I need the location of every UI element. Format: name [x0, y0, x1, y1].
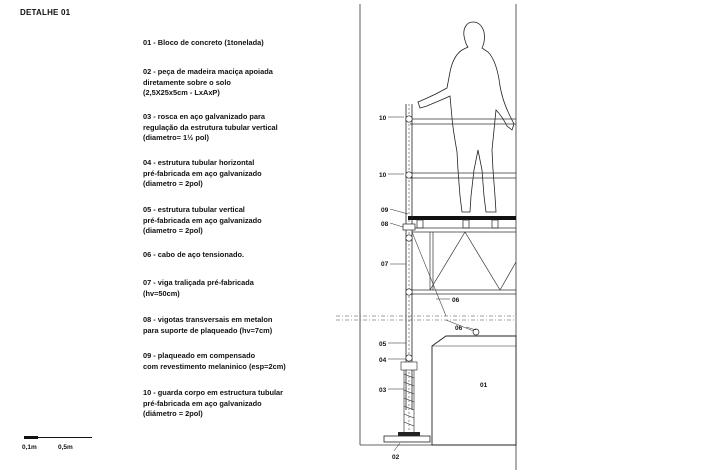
callout-03: 03: [379, 387, 387, 394]
base-plate: [398, 432, 420, 436]
callout-09: 09: [381, 207, 389, 214]
legend-line: regulação da estrutura tubular vertical: [143, 122, 278, 132]
legend-line: 05 - estrutura tubular vertical: [143, 205, 245, 214]
callout-06-lower: 06: [455, 325, 463, 332]
legend-line: (hv=50cm): [143, 288, 180, 298]
anchor-ring: [472, 328, 480, 336]
concrete-block: [431, 335, 517, 446]
leader-lines: [388, 116, 477, 452]
callout-07: 07: [381, 261, 389, 268]
tension-cable-lower: [445, 319, 477, 333]
legend-line: 03 - rosca en aço galvanizado para: [143, 112, 265, 121]
scale-bar-segment: [24, 436, 38, 439]
callout-06-upper: 06: [452, 297, 460, 304]
scale-bar-segment: [38, 437, 92, 438]
legend-item-08: 08 - vigotas transversais em metalon par…: [143, 315, 272, 336]
legend-line: pré-fabricada em aço galvanizado: [143, 168, 262, 178]
legend-line: (diametro= 1½ pol): [143, 133, 209, 142]
legend-line: 10 - guarda corpo em estructura tubular: [143, 388, 284, 397]
joists: [416, 219, 499, 229]
callout-04: 04: [379, 357, 387, 364]
vertical-post: [405, 104, 413, 440]
callout-10-lower: 10: [379, 172, 387, 179]
legend-item-10: 10 - guarda corpo em estructura tubular …: [143, 388, 283, 420]
callout-05: 05: [379, 341, 387, 348]
legend-item-06: 06 - cabo de aço tensionado.: [143, 250, 244, 261]
legend-item-07: 07 - viga traliçada pré-fabricada (hv=50…: [143, 278, 254, 299]
legend-line: 08 - vigotas transversais em metalon: [143, 315, 273, 324]
detail-title: DETALHE 01: [20, 8, 71, 17]
legend-line: diretamente sobre o solo: [143, 77, 231, 87]
legend-line: 04 - estrutura tubular horizontal: [143, 158, 255, 167]
legend-line: pré-fabricada em aço galvanizado: [143, 398, 262, 408]
legend-line: pré-fabricada em aço galvanizado: [143, 215, 262, 225]
cut-line: [336, 315, 516, 321]
legend-item-05: 05 - estrutura tubular vertical pré-fabr…: [143, 205, 262, 237]
scale-label-large: 0,5m: [58, 444, 73, 451]
legend-item-09: 09 - plaqueado em compensado com revesti…: [143, 351, 286, 372]
legend-line: 07 - viga traliçada pré-fabricada: [143, 278, 254, 287]
legend-item-01: 01 - Bloco de concreto (1tonelada): [143, 38, 264, 49]
scale-label-small: 0,1m: [22, 444, 37, 451]
legend-line: 06 - cabo de aço tensionado.: [143, 250, 245, 259]
legend-line: 02 - peça de madeira maciça apoiada: [143, 67, 273, 76]
legend-line: (diametro = 2pol): [143, 226, 203, 235]
legend-item-03: 03 - rosca en aço galvanizado para regul…: [143, 112, 278, 144]
legend-item-04: 04 - estrutura tubular horizontal pré-fa…: [143, 158, 262, 190]
timber-base: [383, 435, 431, 443]
screw-jack: [400, 361, 418, 432]
legend-line: 09 - plaqueado em compensado: [143, 351, 256, 360]
truss-beam: [412, 227, 517, 295]
legend-line: (diámetro = 2pol): [143, 409, 203, 418]
callout-01: 01: [480, 382, 488, 389]
legend-line: (2,5X25x5cm - LxAxP): [143, 88, 220, 97]
scale-bar: 0,1m 0,5m: [22, 432, 102, 462]
person-silhouette: [417, 21, 515, 213]
deck-plate: [408, 216, 516, 220]
legend-item-02: 02 - peça de madeira maciça apoiada dire…: [143, 67, 273, 99]
tension-cable: [411, 231, 447, 317]
callout-10-upper: 10: [379, 115, 387, 122]
guard-rail: [410, 118, 516, 179]
legend-line: (diametro = 2pol): [143, 179, 203, 188]
callout-08: 08: [381, 221, 389, 228]
legend-line: para suporte de plaqueado (hv=7cm): [143, 325, 273, 335]
callout-02: 02: [392, 454, 400, 461]
legend-line: 01 - Bloco de concreto (1tonelada): [143, 38, 264, 47]
legend-line: com revestimento melaninico (esp=2cm): [143, 361, 286, 371]
clamps: [402, 115, 416, 362]
